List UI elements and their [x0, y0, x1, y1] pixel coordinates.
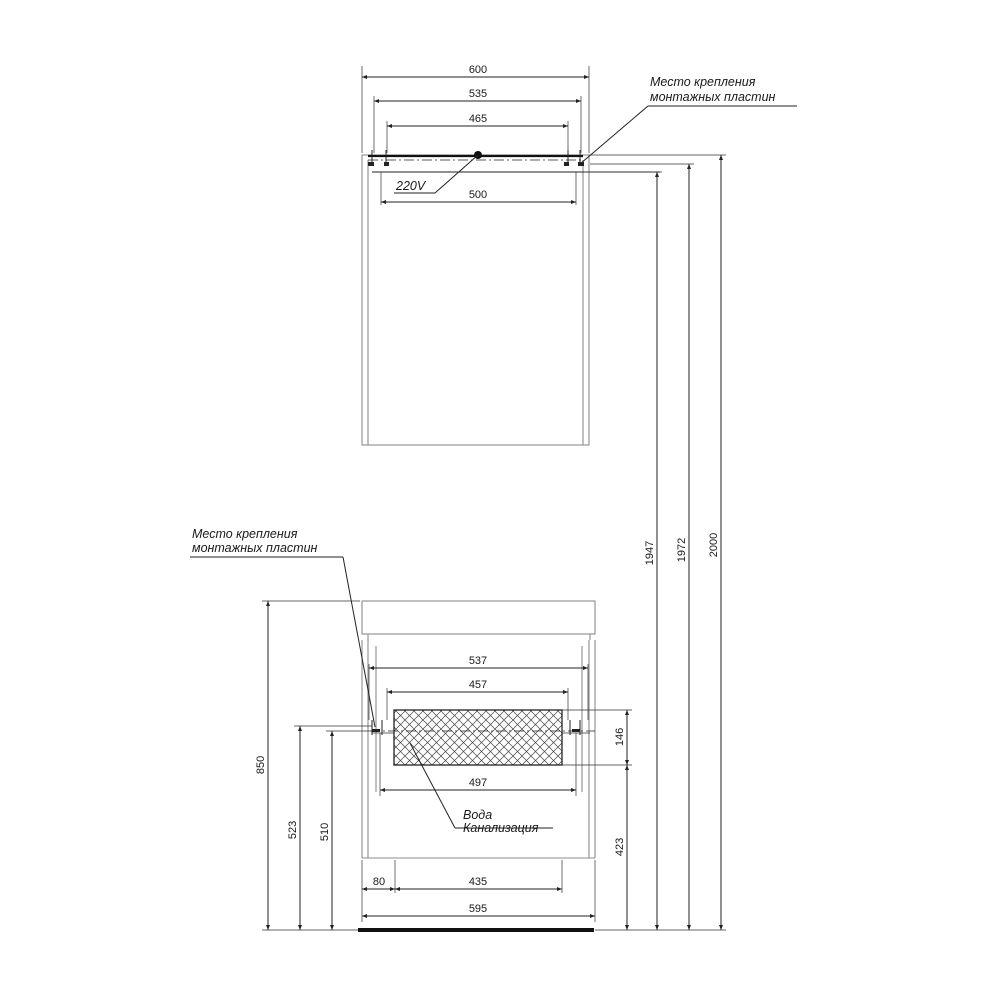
mirror-cabinet [361, 150, 660, 446]
dim-label: 595 [469, 903, 487, 915]
dim-height-2000: 2000 [589, 154, 726, 931]
mount-plate-bottom-left [371, 720, 383, 735]
dim-cabinet-80-435: 80 435 [361, 860, 563, 922]
dim-cabinet-457: 457 [386, 679, 569, 720]
dim-label: 510 [319, 823, 331, 841]
power-label: 220V [395, 179, 427, 193]
plumbing-zone [393, 709, 563, 766]
dim-label: 465 [469, 113, 487, 125]
power-leader: 220V [394, 154, 479, 194]
svg-text:монтажных пластин: монтажных пластин [650, 90, 776, 104]
vanity-cabinet [358, 600, 596, 932]
note-mount-bottom: Место крепления монтажных пластин [190, 527, 376, 728]
dim-height-850: 850 [255, 600, 360, 931]
mount-plate-bottom-right [569, 720, 581, 735]
water-label: Вода [463, 808, 492, 822]
dim-label: 423 [614, 838, 626, 856]
dim-height-423: 423 [614, 765, 629, 930]
dim-label: 2000 [708, 533, 720, 557]
dim-cabinet-497: 497 [379, 733, 577, 796]
dim-label: 523 [287, 821, 299, 839]
dim-mirror-535: 535 [373, 88, 582, 153]
dim-label: 457 [469, 679, 487, 691]
dim-label: 80 [373, 876, 385, 888]
dim-cabinet-595: 595 [362, 860, 596, 922]
dim-label: 500 [469, 189, 487, 201]
svg-text:Место крепления: Место крепления [192, 527, 298, 541]
sewer-label: Канализация [463, 821, 539, 835]
dim-label: 1972 [676, 538, 688, 562]
note-mount-top: Место крепления монтажных пластин [579, 75, 797, 165]
dim-height-510: 510 [319, 730, 372, 930]
dim-label: 1947 [644, 541, 656, 565]
dim-label: 435 [469, 876, 487, 888]
dim-mirror-500: 500 [380, 172, 577, 205]
dim-label: 146 [614, 728, 626, 746]
dim-mirror-600: 600 [361, 64, 590, 153]
dim-height-1972: 1972 [590, 163, 694, 931]
dim-label: 537 [469, 655, 487, 667]
dim-label: 497 [469, 777, 487, 789]
svg-text:монтажных пластин: монтажных пластин [192, 541, 318, 555]
dim-cabinet-537: 537 [368, 655, 589, 720]
dim-height-1947: 1947 [582, 171, 662, 931]
dim-height-146: 146 [562, 709, 632, 766]
dim-label: 600 [469, 64, 487, 76]
svg-text:Место крепления: Место крепления [650, 75, 756, 89]
dim-height-523: 523 [287, 725, 372, 930]
mount-plate-top-left [368, 150, 389, 166]
plumbing-leader: Вода Канализация [409, 742, 553, 835]
dim-mirror-465: 465 [386, 113, 569, 153]
dim-label: 535 [469, 88, 487, 100]
dim-label: 850 [255, 756, 267, 774]
